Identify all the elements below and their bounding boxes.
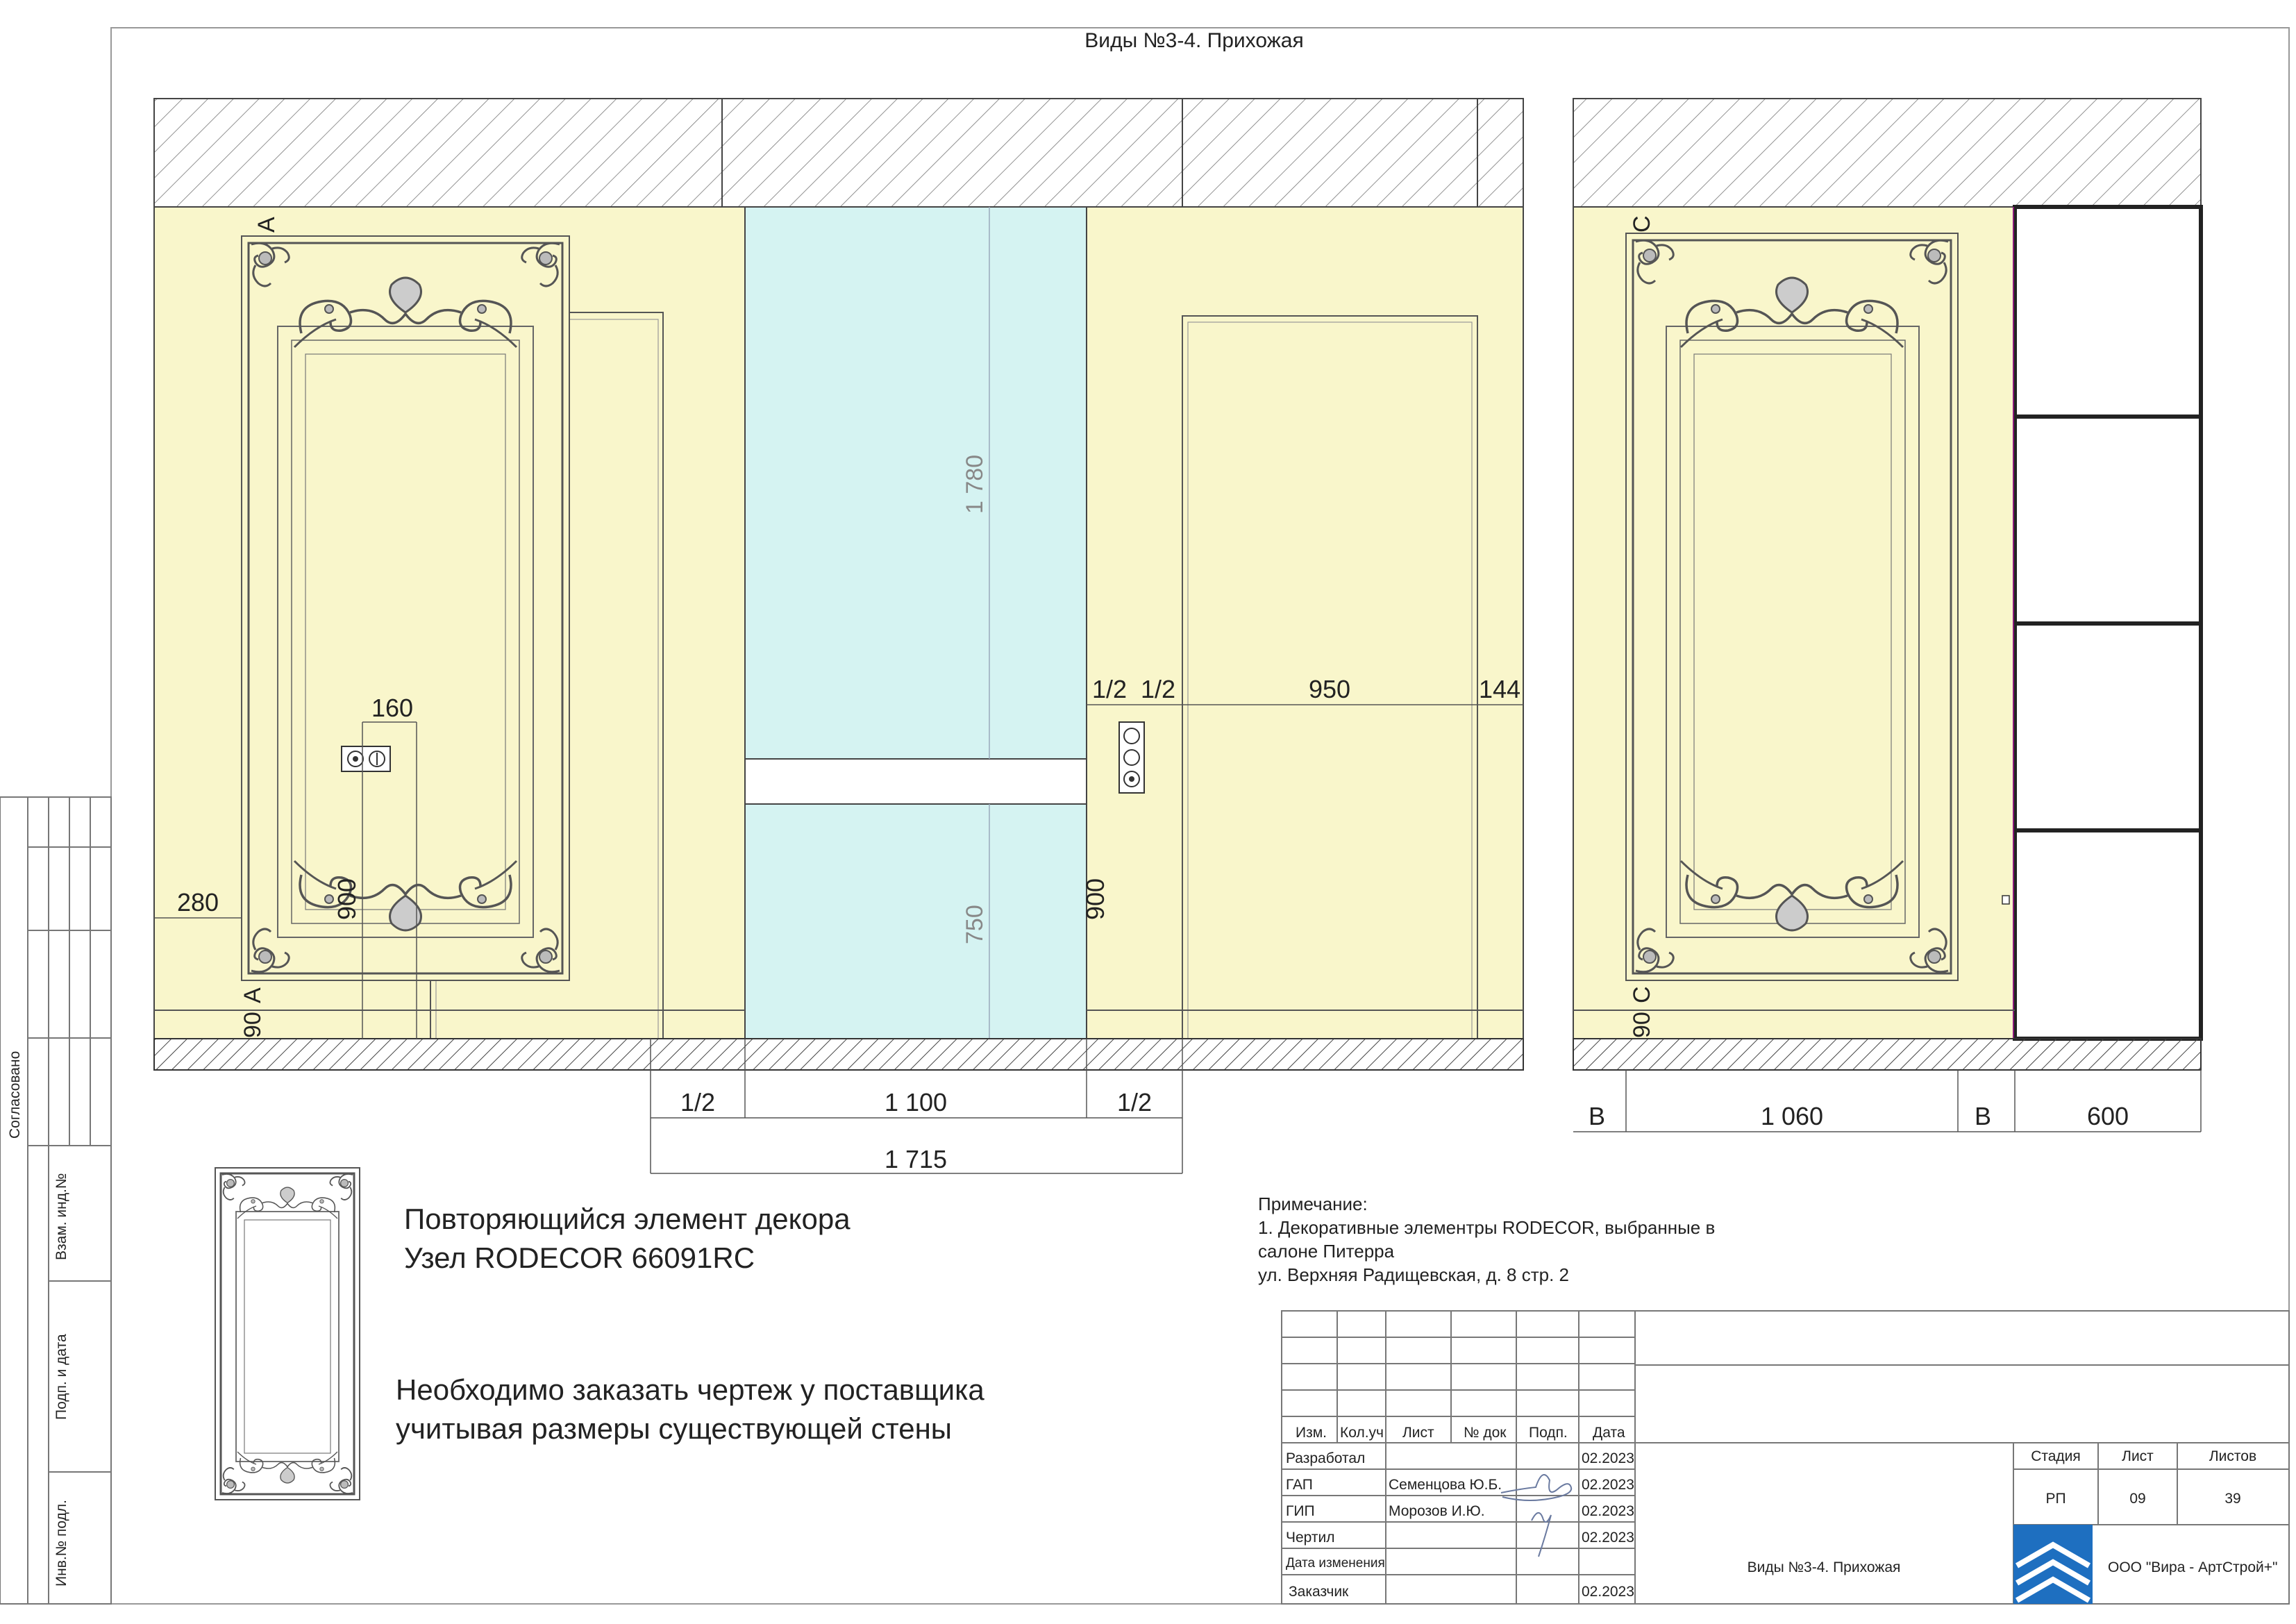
company-logo-icon [2013, 1525, 2093, 1604]
socket-right [1118, 721, 1145, 794]
section-mark-c-bottom: С [1629, 986, 1655, 1003]
tb-col-doc: № док [1464, 1425, 1507, 1441]
tb-row-drawn: Чертил [1286, 1530, 1335, 1546]
section-mark-a-top: А [253, 217, 280, 233]
tb-col-izm: Изм. [1296, 1425, 1327, 1441]
stamp-inv-no: Инв.№ подл. [53, 1500, 69, 1587]
dim-total: 1 715 [885, 1145, 947, 1173]
tb-row-gap: ГАП [1286, 1477, 1313, 1493]
stamp-agreed: Согласовано [7, 1051, 23, 1139]
tb-row-changed: Дата изменения [1286, 1556, 1385, 1571]
dim-socket-left-width: 160 [371, 694, 413, 722]
tb-stage-value: РП [2045, 1491, 2065, 1507]
side-stamp: Согласовано Взам. инд.№ Подп. и дата Инв… [0, 796, 112, 1605]
tb-row-gap-name: Семенцова Ю.Б. [1389, 1477, 1502, 1493]
tb-sheet-value: 09 [2129, 1491, 2145, 1507]
tb-sheets-label: Листов [2209, 1448, 2256, 1464]
stamp-sign-date: Подп. и дата [53, 1334, 69, 1420]
sheet-title: Виды №3-4. Прихожая [1084, 29, 1303, 52]
tb-col-podp: Подп. [1529, 1425, 1568, 1441]
decor-note-line1: Повторяющийся элемент декора [404, 1203, 850, 1235]
elevation-left: 1 780 750 [153, 98, 1524, 1174]
ceiling-slab [153, 98, 1524, 208]
tb-row-customer-date: 02.2023 [1582, 1584, 1634, 1600]
tb-row-developed-date: 02.2023 [1582, 1450, 1634, 1466]
dim-height-lower: 750 [962, 905, 988, 944]
tb-col-kol: Кол.уч [1340, 1425, 1384, 1441]
remark-line2: салоне Питерра [1258, 1241, 1395, 1262]
decor-note-line2: Узел RODECOR 66091RC [404, 1241, 755, 1274]
tb-row-customer: Заказчик [1289, 1584, 1349, 1600]
glass-partition-upper [744, 206, 1087, 760]
remark-line1: 1. Декоративные элементры RODECOR, выбра… [1258, 1217, 1715, 1238]
decor-panel-left [241, 235, 570, 981]
tb-stage-label: Стадия [2031, 1448, 2081, 1464]
signature-gap-icon [1500, 1474, 1573, 1501]
tb-row-gip: ГИП [1286, 1503, 1315, 1519]
glass-partition-lower [744, 803, 1087, 1039]
section-mark-a-bottom: А [240, 987, 266, 1003]
dim-bottom-half-right: 1/2 [1117, 1088, 1152, 1116]
floor-slab [153, 1038, 1524, 1071]
title-block [1281, 1310, 2290, 1605]
dim-socket-left-height: 900 [333, 878, 361, 920]
dim-base-right: 90 [1629, 1012, 1655, 1038]
dim-b-left: В [1589, 1102, 1605, 1130]
section-mark-c-top: С [1629, 215, 1655, 233]
ceiling-slab-right [1573, 98, 2202, 208]
dim-half-a: 1/2 [1092, 675, 1127, 703]
dim-width-right: 1 060 [1761, 1102, 1823, 1130]
remark-heading: Примечание: [1258, 1194, 1368, 1214]
socket-left [341, 746, 391, 772]
dim-bottom-center: 1 100 [885, 1088, 947, 1116]
tb-company: ООО "Вира - АртСтрой+" [2108, 1559, 2277, 1575]
elevation-right: С С 90 В 1 060 В 600 [1573, 98, 2203, 1132]
tb-row-gip-date: 02.2023 [1582, 1503, 1634, 1519]
order-note-line1: Необходимо заказать чертеж у поставщика [396, 1373, 984, 1406]
cabinet [2002, 205, 2203, 1041]
dim-cabinet: 600 [2087, 1102, 2129, 1130]
remark-line3: ул. Верхняя Радищевская, д. 8 стр. 2 [1258, 1264, 1569, 1285]
glass-partition-rail [744, 758, 1087, 805]
tb-row-developed: Разработал [1286, 1450, 1365, 1466]
dim-height-panel: 1 780 [962, 455, 988, 514]
order-note-line2: учитывая размеры существующей стены [396, 1412, 952, 1445]
dim-edge: 144 [1479, 675, 1520, 703]
dim-left-offset: 280 [177, 888, 219, 916]
tb-sheets-value: 39 [2224, 1491, 2240, 1507]
dim-half-b: 1/2 [1141, 675, 1175, 703]
tb-row-drawn-date: 02.2023 [1582, 1530, 1634, 1546]
dim-socket-right-height: 900 [1081, 878, 1109, 920]
tb-row-gap-date: 02.2023 [1582, 1477, 1634, 1493]
tb-col-list: Лист [1402, 1425, 1434, 1441]
dim-b-right: В [1975, 1102, 1991, 1130]
signature-gip-icon [1531, 1512, 1552, 1557]
tb-col-date: Дата [1593, 1425, 1625, 1441]
decor-detail [215, 1167, 360, 1500]
tb-drawing-name: Виды №3-4. Прихожая [1748, 1559, 1901, 1575]
dim-door-right: 950 [1309, 675, 1350, 703]
dim-base-left: 90 [240, 1012, 266, 1038]
dim-bottom-half-left: 1/2 [680, 1088, 715, 1116]
tb-sheet-label: Лист [2122, 1448, 2154, 1464]
stamp-replace-inv: Взам. инд.№ [53, 1173, 69, 1260]
floor-slab-right [1573, 1038, 2202, 1071]
tb-row-gip-name: Морозов И.Ю. [1389, 1503, 1485, 1519]
decor-panel-right [1625, 233, 1959, 981]
